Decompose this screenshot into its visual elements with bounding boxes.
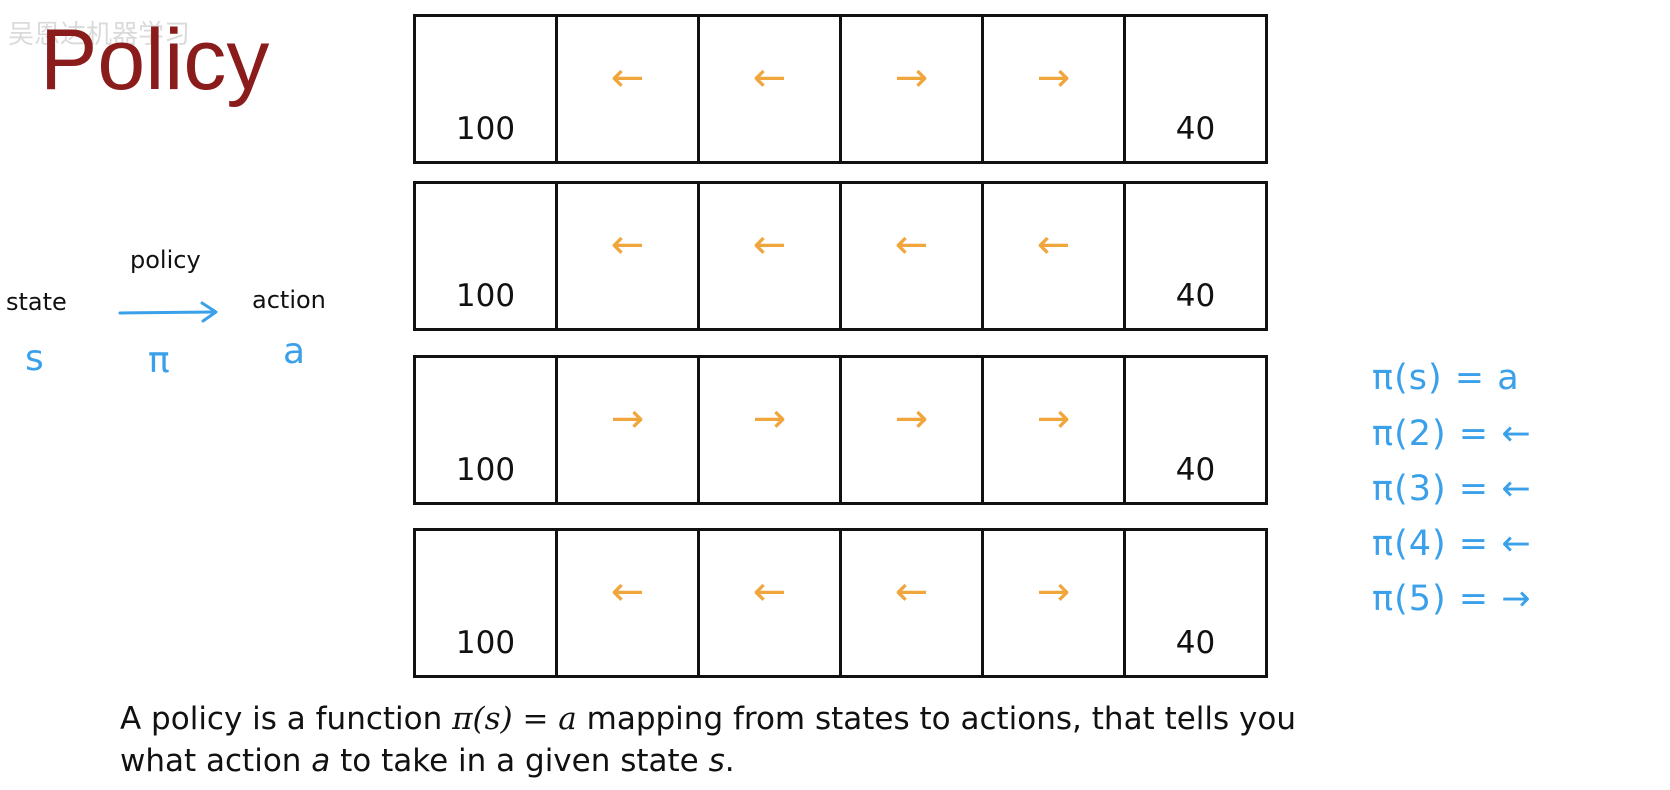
- mapping-arrow-icon: [118, 301, 218, 323]
- direction-arrow: →: [894, 396, 929, 442]
- page-title: Policy: [40, 12, 270, 108]
- action-label: action: [252, 286, 326, 314]
- direction-arrow: ←: [610, 569, 645, 615]
- grid-row-3: 100 → → → → 40: [413, 355, 1283, 505]
- grid-cell: →: [555, 355, 700, 505]
- caption-state-var: s: [708, 743, 725, 779]
- direction-arrow: ←: [610, 222, 645, 268]
- caption-text: what action: [120, 743, 312, 779]
- direction-arrow: ←: [894, 569, 929, 615]
- equation-state-3: π(3) = ←: [1372, 469, 1532, 509]
- direction-arrow: ←: [752, 55, 787, 101]
- definition-caption: A policy is a function π(s) = a mapping …: [120, 698, 1420, 782]
- grid-row-4: 100 ← ← ← → 40: [413, 528, 1283, 678]
- grid-cell: ←: [555, 181, 700, 331]
- state-label: state: [6, 288, 67, 316]
- grid-cell: ←: [555, 14, 700, 164]
- equation-state-2: π(2) = ←: [1372, 414, 1532, 454]
- grid-cell: →: [981, 14, 1126, 164]
- grid-cell: 100: [413, 355, 558, 505]
- direction-arrow: ←: [894, 222, 929, 268]
- grid-cell: ←: [555, 528, 700, 678]
- caption-text: A policy is a function: [120, 701, 453, 737]
- grid-cell: 40: [1123, 181, 1268, 331]
- action-symbol: a: [283, 331, 306, 372]
- reward-value: 40: [1175, 111, 1216, 147]
- reward-value: 100: [455, 625, 516, 661]
- direction-arrow: →: [1036, 396, 1071, 442]
- reward-value: 100: [455, 452, 516, 488]
- grid-cell: ←: [697, 528, 842, 678]
- direction-arrow: →: [1036, 569, 1071, 615]
- direction-arrow: →: [752, 396, 787, 442]
- policy-label: policy: [130, 246, 201, 274]
- grid-row-1: 100 ← ← → → 40: [413, 14, 1283, 164]
- grid-cell: 100: [413, 528, 558, 678]
- grid-cell: 100: [413, 14, 558, 164]
- reward-value: 100: [455, 111, 516, 147]
- grid-cell: 40: [1123, 528, 1268, 678]
- direction-arrow: ←: [752, 569, 787, 615]
- direction-arrow: →: [1036, 55, 1071, 101]
- reward-value: 100: [455, 278, 516, 314]
- grid-cell: →: [981, 355, 1126, 505]
- grid-cell: ←: [697, 181, 842, 331]
- watermark-text: 吴恩达机器学习: [8, 20, 191, 50]
- caption-text: mapping from states to actions, that tel…: [576, 701, 1296, 737]
- grid-cell: 100: [413, 181, 558, 331]
- grid-row-2: 100 ← ← ← ← 40: [413, 181, 1283, 331]
- grid-cell: ←: [839, 528, 984, 678]
- reward-value: 40: [1175, 625, 1216, 661]
- policy-symbol: π: [148, 340, 170, 381]
- grid-cell: ←: [981, 181, 1126, 331]
- caption-text: .: [724, 743, 735, 779]
- caption-formula: π(s) = a: [452, 701, 577, 737]
- direction-arrow: →: [610, 396, 645, 442]
- state-symbol: s: [25, 338, 44, 379]
- grid-cell: ←: [697, 14, 842, 164]
- equation-state-4: π(4) = ←: [1372, 524, 1532, 564]
- equation-general: π(s) = a: [1372, 358, 1520, 398]
- equation-state-5: π(5) = →: [1372, 579, 1532, 619]
- direction-arrow: ←: [1036, 222, 1071, 268]
- caption-action-var: a: [311, 743, 331, 779]
- grid-cell: 40: [1123, 14, 1268, 164]
- grid-cell: 40: [1123, 355, 1268, 505]
- direction-arrow: →: [894, 55, 929, 101]
- direction-arrow: ←: [610, 55, 645, 101]
- grid-cell: ←: [839, 181, 984, 331]
- caption-text: to take in a given state: [330, 743, 709, 779]
- grid-cell: →: [839, 14, 984, 164]
- direction-arrow: ←: [752, 222, 787, 268]
- reward-value: 40: [1175, 278, 1216, 314]
- grid-cell: →: [697, 355, 842, 505]
- grid-cell: →: [839, 355, 984, 505]
- grid-cell: →: [981, 528, 1126, 678]
- reward-value: 40: [1175, 452, 1216, 488]
